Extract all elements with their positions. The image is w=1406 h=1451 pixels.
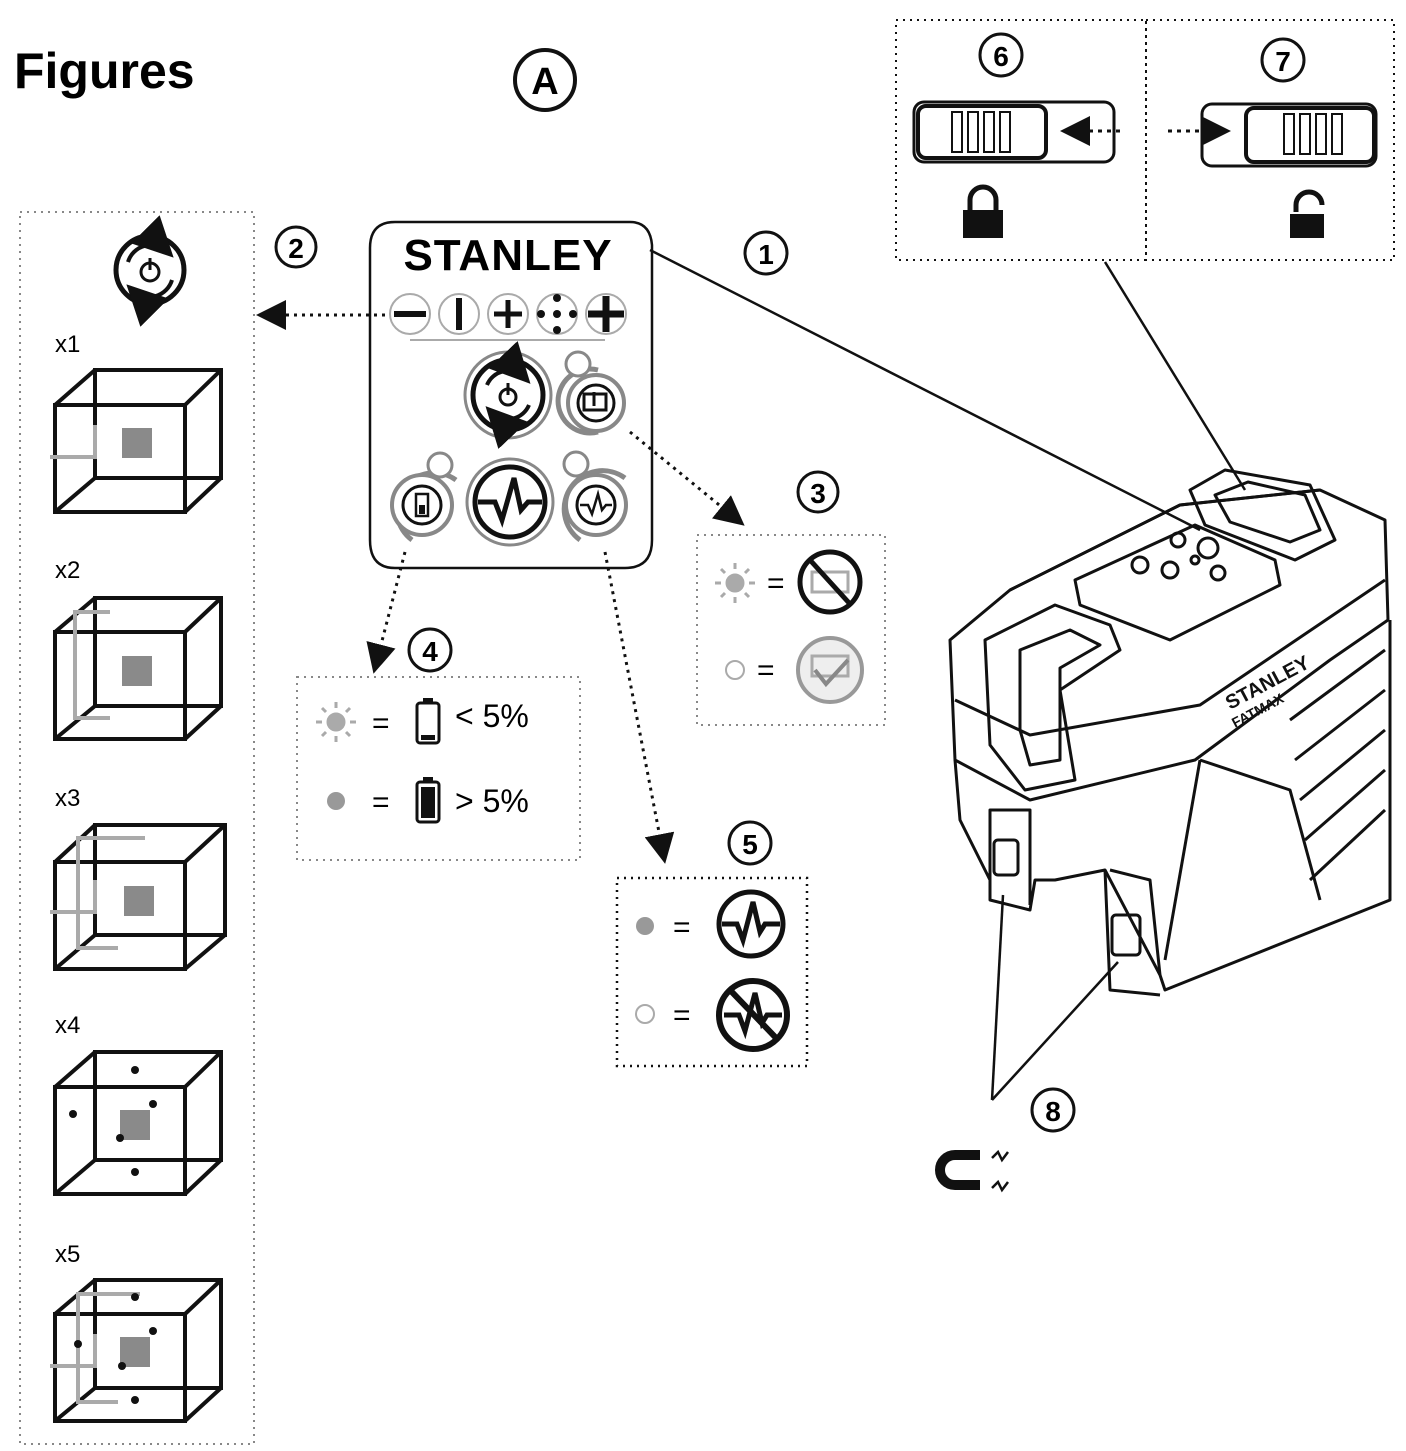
pulse-legend-on: = [636, 889, 786, 959]
power-cycle-icon [113, 215, 187, 327]
line-mode-cube-4 [53, 1050, 223, 1196]
pendulum-legend-blinking: = [715, 549, 863, 615]
battery-legend-low: = < 5% [316, 698, 529, 745]
battery-full-icon [415, 777, 441, 824]
slider-locked [912, 100, 1116, 164]
page-title: Figures [14, 43, 195, 99]
mode-count-5: x5 [55, 1241, 80, 1268]
battery-low-icon [415, 698, 441, 745]
mode-indicator-row [389, 293, 627, 341]
svg-text:=: = [372, 786, 390, 819]
pulse-off-icon [716, 978, 790, 1052]
svg-text:=: = [767, 567, 785, 600]
callout-8: 8 [1030, 1087, 1076, 1133]
leader-line-6-7 [1103, 261, 1247, 491]
svg-text:8: 8 [1045, 1096, 1061, 1127]
svg-text:=: = [757, 654, 775, 687]
battery-legend-ok: = > 5% [327, 777, 529, 824]
leader-line-8b [991, 961, 1119, 1101]
line-mode-cube-1 [50, 368, 223, 514]
line-mode-cube-3 [50, 823, 227, 971]
svg-text:< 5%: < 5% [455, 698, 529, 734]
laser-level-device: STANLEY FATMAX [948, 468, 1392, 997]
pulse-indicator [561, 450, 628, 543]
mode-dots-icon [536, 293, 578, 335]
pulse-legend-off: = [635, 978, 790, 1052]
mode-count-3: x3 [55, 785, 80, 812]
callout-1: 1 [743, 230, 789, 276]
battery-legend-panel [296, 676, 581, 861]
leader-line-1 [649, 248, 1201, 532]
mode-cross-icon [487, 293, 529, 335]
svg-text:4: 4 [422, 636, 438, 667]
mode-count-1: x1 [55, 331, 80, 358]
line-modes-panel [19, 211, 255, 1445]
battery-indicator [390, 451, 458, 543]
magnet-icon [935, 1149, 1009, 1193]
pendulum-legend-off: = [725, 636, 864, 704]
control-panel [368, 220, 654, 570]
callout-3: 3 [796, 470, 840, 514]
pulse-on-icon [716, 889, 786, 959]
callout-7: 7 [1260, 37, 1306, 83]
leader-line-8a [990, 894, 1005, 1101]
mode-count-4: x4 [55, 1012, 80, 1039]
svg-text:5: 5 [742, 829, 758, 860]
led-blinking-icon [715, 563, 755, 603]
callout-4: 4 [407, 627, 453, 673]
mode-cross-bold-icon [585, 293, 627, 335]
svg-text:3: 3 [810, 478, 826, 509]
brand-logo: STANLEY [403, 231, 612, 280]
power-button[interactable] [463, 341, 553, 449]
arrow-to-pendulum-legend [629, 430, 745, 526]
svg-text:A: A [531, 61, 558, 103]
callout-6: 6 [978, 32, 1024, 78]
pulse-button[interactable] [465, 457, 555, 547]
mode-count-2: x2 [55, 557, 80, 584]
mode-horizontal-icon [389, 293, 431, 335]
arrow-to-pulse-legend [603, 551, 675, 864]
lock-switch-panel-unlocked [1145, 19, 1395, 261]
svg-text:=: = [372, 707, 390, 740]
pendulum-lock-button[interactable] [555, 350, 626, 436]
svg-text:7: 7 [1275, 46, 1291, 77]
lock-icon [963, 184, 1003, 238]
pendulum-legend-panel [696, 534, 886, 726]
svg-text:=: = [673, 999, 691, 1032]
unlock-icon [1290, 189, 1325, 238]
svg-text:1: 1 [758, 239, 774, 270]
battery-icon [414, 492, 430, 518]
callout-5: 5 [727, 820, 773, 866]
svg-text:=: = [673, 911, 691, 944]
svg-text:6: 6 [993, 41, 1009, 72]
svg-text:> 5%: > 5% [455, 783, 529, 819]
line-mode-cube-2 [53, 596, 223, 741]
pendulum-locked-no-icon [797, 549, 863, 615]
callout-2: 2 [274, 225, 318, 269]
led-blinking-icon [316, 702, 356, 742]
slider-unlocked [1200, 102, 1378, 168]
svg-text:2: 2 [288, 233, 304, 264]
mode-vertical-icon [438, 293, 480, 335]
arrow-to-battery-legend [366, 551, 407, 674]
line-mode-cube-5 [50, 1278, 223, 1423]
figure-letter-a: A [513, 48, 577, 112]
pendulum-ok-icon [796, 636, 864, 704]
